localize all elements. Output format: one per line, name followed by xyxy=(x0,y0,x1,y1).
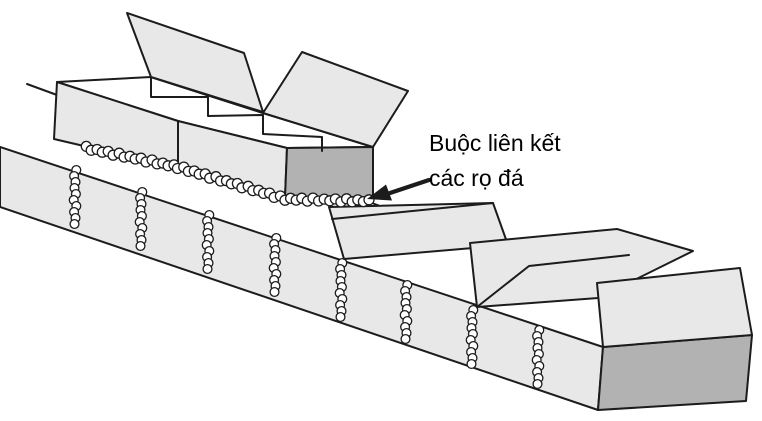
arrow-shaft xyxy=(387,177,432,196)
lid-flap-b xyxy=(469,228,694,308)
spiral-binder-vertical-chains xyxy=(68,164,545,390)
lower-row-open-lids xyxy=(328,202,753,348)
arrow-head-icon xyxy=(367,184,392,201)
annotation-label: Buộc liên kết các rọ đá xyxy=(429,126,561,196)
spiral-binder-horizontal-chain xyxy=(80,140,375,208)
lid-flap-b-crease xyxy=(476,254,630,308)
row-back-top-edge-left xyxy=(26,83,58,96)
lid-flap-a-crease xyxy=(331,202,494,220)
lower-gabion-row xyxy=(0,83,753,411)
box-end-face xyxy=(284,146,374,199)
upper-gabion-boxes xyxy=(53,12,409,208)
box-inner-step-edges xyxy=(150,77,323,152)
lid-flap-c xyxy=(596,267,753,348)
annotation-label-line2: các rọ đá xyxy=(429,165,524,191)
box-open-lid-right xyxy=(262,51,409,148)
annotation-label-line1: Buộc liên kết xyxy=(429,130,561,156)
annotation-arrow xyxy=(367,177,432,201)
